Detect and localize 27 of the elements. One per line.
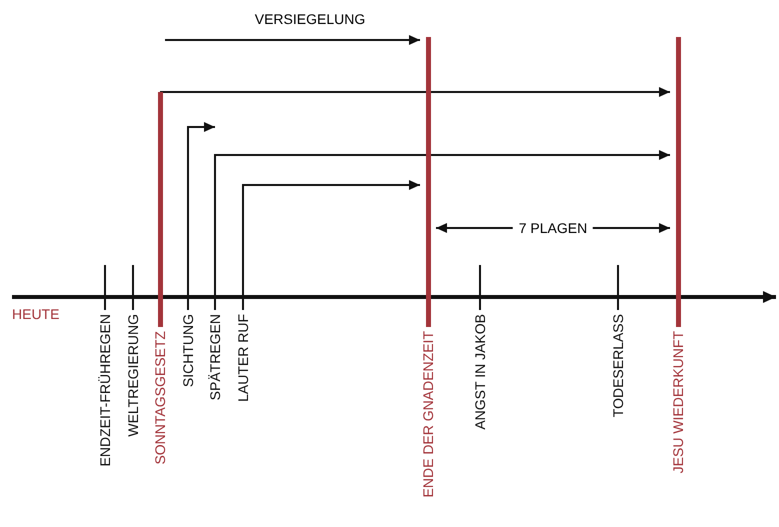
marker-label: SICHTUNG <box>180 314 196 388</box>
timeline-marker <box>180 265 196 388</box>
marker-label: ENDE DER GNADENZEIT <box>420 331 436 498</box>
marker-label: LAUTER RUF <box>235 314 251 402</box>
marker-label: SONNTAGSGESETZ <box>152 331 168 465</box>
timeline-marker <box>420 37 436 498</box>
timeline-marker <box>610 265 626 418</box>
arrow <box>165 35 420 45</box>
arrow <box>214 150 670 265</box>
timeline-marker <box>125 265 141 437</box>
timeline-marker <box>670 37 686 474</box>
start-label: HEUTE <box>12 306 60 322</box>
timeline-marker <box>207 265 223 400</box>
timeline-marker <box>235 265 251 402</box>
marker-label: ANGST IN JAKOB <box>472 314 488 430</box>
timeline-marker <box>152 92 168 465</box>
timeline-marker <box>97 265 113 466</box>
marker-label: ENDZEIT-FRÜHREGEN <box>97 314 113 466</box>
arrow <box>160 87 670 97</box>
edge-label: 7 PLAGEN <box>512 220 594 236</box>
marker-label: WELTREGIERUNG <box>125 314 141 437</box>
marker-label: JESU WIEDERKUNFT <box>670 331 686 474</box>
marker-label: SPÄTREGEN <box>207 314 223 400</box>
marker-label: TODESERLASS <box>610 314 626 418</box>
arrow <box>242 180 420 265</box>
timeline-marker <box>472 265 488 430</box>
arrow <box>187 122 215 265</box>
